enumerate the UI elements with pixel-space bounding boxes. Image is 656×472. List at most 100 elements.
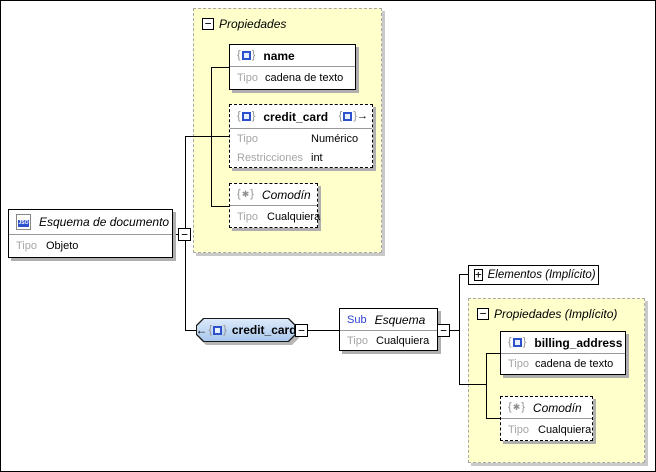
sub-prefix-label: Sub	[347, 313, 367, 326]
property-icon: { }	[208, 325, 226, 336]
node-credit-card-title: credit_card	[231, 323, 297, 337]
box-esquema-tipo-row: Tipo Objeto	[9, 235, 172, 257]
tipo-value: cadena de texto	[265, 72, 344, 84]
box-billing-address-title-row: { } billing_address	[501, 332, 625, 354]
box-sub-esquema[interactable]: Sub Esquema Tipo Cualquiera	[339, 308, 438, 351]
box-name-title: name	[263, 48, 295, 63]
property-icon: { }	[508, 337, 526, 348]
wildcard-star-icon: ✱	[512, 402, 521, 412]
brace-close: }	[251, 110, 256, 122]
box-comodin-1[interactable]: { ✱ } Comodín Tipo Cualquiera	[229, 183, 321, 228]
tipo-value: Numérico	[311, 132, 359, 145]
box-name-title-row: { } name	[230, 45, 355, 67]
node-credit-card[interactable]: ← { } credit_card	[196, 318, 296, 342]
brace-close: }	[522, 336, 527, 348]
tipo-label: Tipo	[16, 240, 37, 252]
property-reference-icon: { } →	[339, 111, 368, 122]
connector-line	[486, 353, 487, 418]
tipo-label: Tipo	[237, 132, 258, 145]
connector-line	[486, 353, 500, 354]
property-icon: { }	[237, 50, 255, 61]
brace-close: }	[251, 49, 256, 61]
tipo-label: Tipo	[237, 72, 258, 84]
tipo-label: Tipo	[508, 423, 529, 436]
box-sub-esquema-title: Esquema	[374, 312, 426, 327]
connector-line	[459, 384, 486, 385]
connector-line	[185, 330, 197, 331]
collapse-toggle-icon[interactable]: −	[477, 308, 489, 320]
json-schema-icon: JSO	[16, 214, 31, 230]
property-square-icon	[512, 338, 522, 347]
arrow-left-icon: ←	[195, 323, 208, 337]
box-esquema-title-row: JSO Esquema de documento	[9, 210, 172, 235]
node-credit-card-fill: ← { } credit_card	[197, 319, 295, 341]
brace-close: }	[521, 401, 525, 413]
box-sub-esquema-title-row: Sub Esquema	[340, 309, 437, 331]
wildcard-icon: { ✱ }	[508, 402, 525, 413]
connector-line	[211, 67, 229, 68]
connector-line	[459, 274, 468, 275]
connector-line	[486, 418, 500, 419]
tipo-label: Tipo	[237, 210, 258, 223]
collapse-toggle-icon[interactable]: −	[178, 228, 191, 241]
brace-open: {	[338, 110, 343, 122]
tipo-value: cadena de texto	[535, 358, 614, 370]
box-comodin-1-title-row: { ✱ } Comodín	[230, 184, 317, 206]
box-elementos-implicito-label: Elementos (Implícito)	[487, 269, 596, 281]
tipo-label: Tipo	[347, 334, 368, 347]
box-esquema-de-documento[interactable]: JSO Esquema de documento Tipo Objeto	[8, 209, 173, 258]
connector-line	[185, 136, 229, 137]
box-sub-esquema-tipo-row: Tipo Cualquiera	[340, 331, 437, 350]
tipo-value: Cualquiera	[267, 210, 321, 223]
box-comodin-1-tipo-row: Tipo Cualquiera	[230, 206, 321, 227]
group-propiedades-implicito-label: Propiedades (Implícito)	[494, 307, 618, 321]
box-comodin-1-title: Comodín	[261, 187, 311, 202]
box-billing-address-tipo-row: Tipo cadena de texto	[501, 354, 625, 374]
restricciones-value: int	[311, 151, 323, 164]
group-propiedades-header: − Propiedades	[202, 17, 286, 31]
property-square-icon	[213, 326, 222, 335]
brace-open: {	[508, 336, 512, 348]
tipo-label: Tipo	[508, 358, 529, 370]
brace-open: {	[508, 401, 512, 413]
brace-close: }	[353, 110, 357, 122]
connector-line	[211, 67, 212, 207]
tipo-value: Objeto	[46, 240, 79, 252]
wildcard-star-icon: ✱	[241, 189, 250, 199]
box-credit-card-restricciones-row: Restricciones int	[230, 148, 372, 167]
connector-line	[459, 274, 460, 384]
brace-close: }	[250, 188, 254, 200]
group-propiedades-label: Propiedades	[219, 17, 287, 31]
connector-line	[307, 330, 339, 331]
collapse-toggle-icon[interactable]: −	[437, 324, 450, 337]
box-comodin-2-title-row: { ✱ } Comodín	[501, 397, 592, 419]
expand-toggle-icon[interactable]: +	[474, 268, 483, 281]
group-propiedades-implicito-header: − Propiedades (Implícito)	[477, 307, 617, 321]
box-name[interactable]: { } name Tipo cadena de texto	[229, 44, 356, 90]
property-icon: { }	[237, 111, 255, 122]
connector-line	[211, 206, 229, 207]
box-comodin-2-title: Comodín	[532, 400, 582, 415]
brace-open: {	[237, 188, 241, 200]
brace-open: {	[237, 110, 241, 122]
collapse-toggle-icon[interactable]: −	[295, 324, 308, 337]
restricciones-label: Restricciones	[237, 151, 304, 164]
box-comodin-2[interactable]: { ✱ } Comodín Tipo Cualquiera	[500, 396, 593, 441]
brace-open: {	[208, 323, 213, 336]
brace-open: {	[237, 49, 241, 61]
wildcard-icon: { ✱ }	[237, 189, 254, 200]
box-billing-address[interactable]: { } billing_address Tipo cadena de texto	[500, 331, 626, 375]
connector-line	[449, 330, 459, 331]
brace-close: }	[223, 323, 227, 336]
collapse-toggle-icon[interactable]: −	[202, 18, 214, 30]
box-comodin-2-tipo-row: Tipo Cualquiera	[501, 419, 592, 440]
property-square-icon	[241, 51, 251, 60]
box-credit-card-tipo-row: Tipo Numérico	[230, 129, 372, 148]
box-name-tipo-row: Tipo cadena de texto	[230, 67, 355, 89]
box-credit-card-title-row: { } credit_card { } →	[230, 105, 372, 129]
box-elementos-implicito[interactable]: + Elementos (Implícito)	[468, 265, 599, 285]
box-credit-card-title: credit_card	[263, 109, 329, 124]
tipo-value: Cualquiera	[376, 334, 430, 347]
box-credit-card-property[interactable]: { } credit_card { } → Tipo Numérico Rest…	[229, 104, 373, 168]
